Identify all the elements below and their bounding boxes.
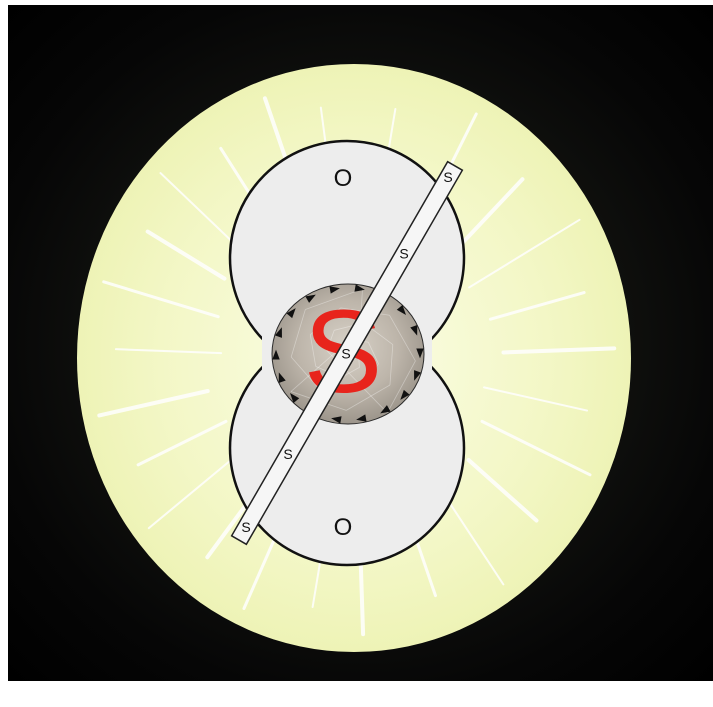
bar-label-center: S bbox=[341, 346, 350, 362]
bottom-lobe-label: O bbox=[334, 514, 353, 541]
bar-label-top: S bbox=[443, 169, 452, 185]
top-lobe-label: O bbox=[334, 165, 353, 192]
bar-label-bottom: S bbox=[241, 519, 250, 535]
bar-label-upper: S bbox=[399, 245, 408, 261]
bar-label-lower: S bbox=[283, 446, 292, 462]
